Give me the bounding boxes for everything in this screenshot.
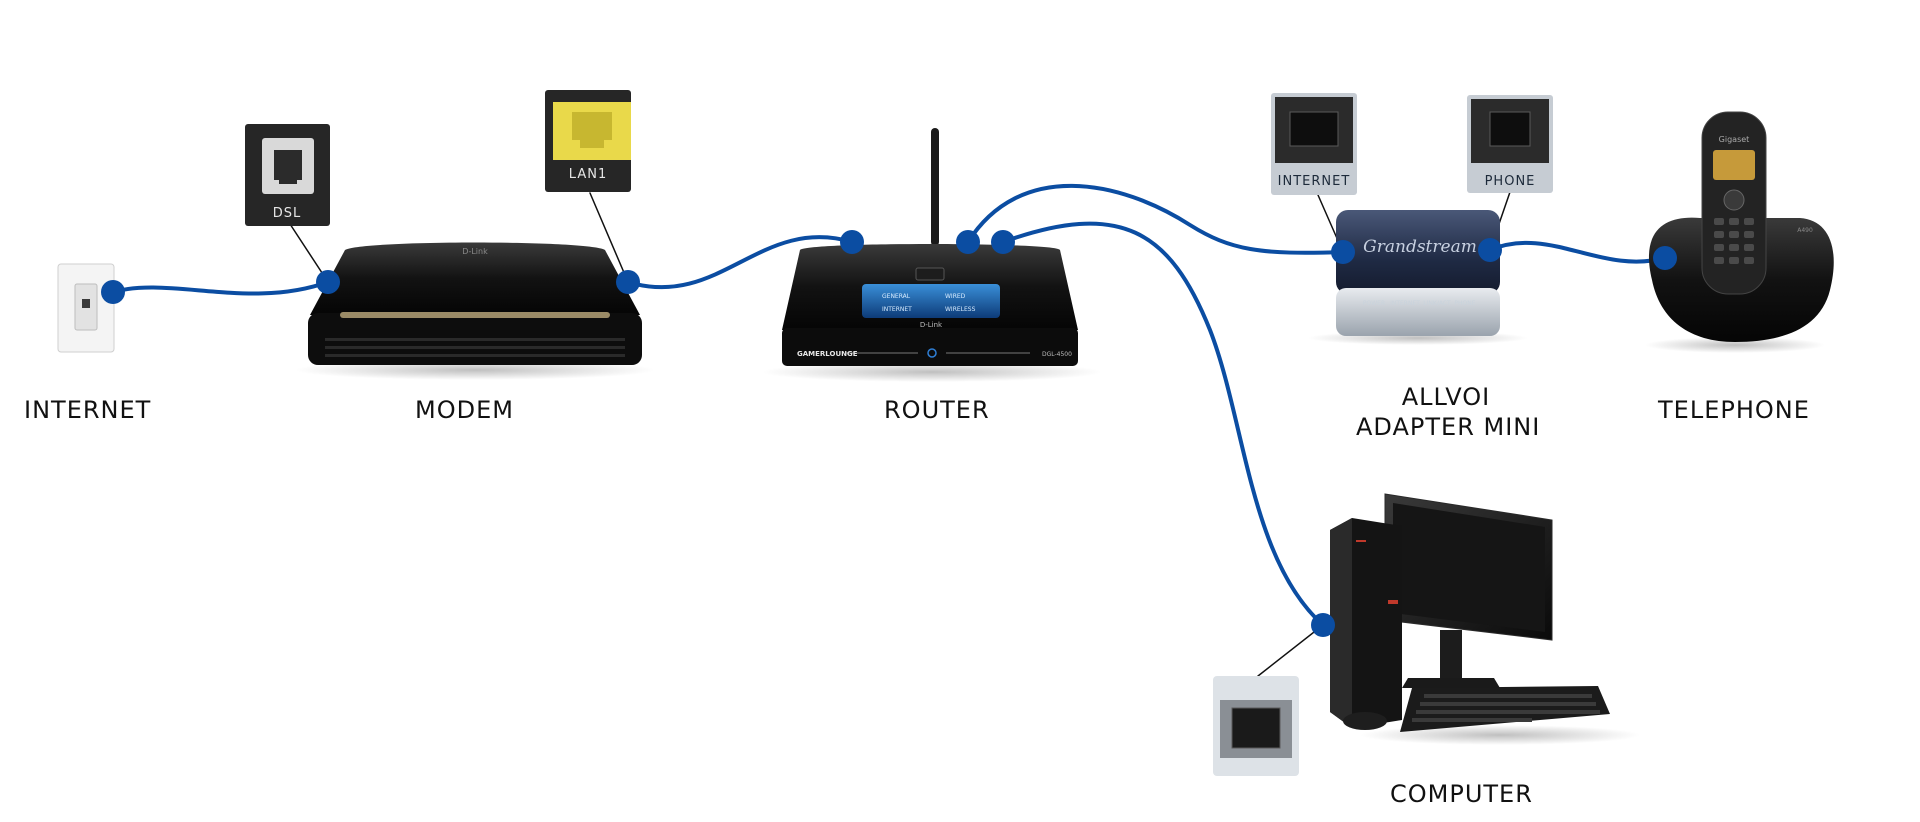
- caption-router: ROUTER: [884, 396, 990, 424]
- caption-telephone: TELEPHONE: [1658, 396, 1810, 424]
- router-brand: D-Link: [920, 321, 943, 329]
- lan1-port-label: LAN1: [569, 167, 607, 182]
- caption-internet: INTERNET: [24, 396, 152, 424]
- router-device: GENERAL WIRED INTERNET WIRELESS D-Link G…: [762, 128, 1102, 382]
- connector-adapter-phone: [1478, 238, 1502, 262]
- caption-adapter: ALLVOI ADAPTER MINI: [1356, 382, 1541, 442]
- connector-router-lan-b: [991, 230, 1015, 254]
- dsl-port-label: DSL: [273, 206, 302, 221]
- adapter-brand: Grandstream: [1363, 237, 1477, 257]
- computer-port-callout: [1213, 676, 1299, 776]
- phone-brand: Gigaset: [1719, 135, 1750, 144]
- connector-telephone: [1653, 246, 1677, 270]
- caption-adapter-line2: ADAPTER MINI: [1356, 413, 1541, 441]
- connector-adapter-internet: [1331, 240, 1355, 264]
- router-screen-item-4: WIRELESS: [945, 306, 976, 313]
- cables: [111, 183, 1667, 677]
- modem-device: D-Link: [295, 242, 655, 380]
- callout-line-computer: [1257, 624, 1324, 677]
- modem-brand: D-Link: [462, 247, 488, 256]
- caption-adapter-line1: ALLVOI: [1401, 383, 1491, 411]
- adapter-phone-port-callout: PHONE: [1467, 95, 1553, 193]
- adapter-internet-port-callout: INTERNET: [1271, 93, 1357, 195]
- adapter-led-phone: PHONE: [1454, 300, 1475, 307]
- telephone-device: Gigaset A490: [1645, 111, 1834, 353]
- connector-computer: [1311, 613, 1335, 637]
- connector-router-wan: [840, 230, 864, 254]
- lan1-port-callout: LAN1: [545, 90, 631, 192]
- adapter-led-internet: INTERNET: [1390, 300, 1420, 307]
- connectors: [101, 230, 1677, 637]
- connector-router-lan-a: [956, 230, 980, 254]
- adapter-led-power: POWER: [1363, 300, 1385, 307]
- adapter-device: Grandstream POWER INTERNET LINK/ACT PHON…: [1308, 210, 1528, 345]
- caption-modem: MODEM: [415, 396, 514, 424]
- router-screen-item-1: GENERAL: [882, 293, 911, 300]
- adapter-led-linkact: LINK/ACT: [1423, 300, 1451, 307]
- cable-router-to-adapter: [966, 183, 1345, 255]
- dsl-port-callout: DSL: [245, 124, 330, 226]
- router-screen-item-3: INTERNET: [882, 306, 912, 313]
- phone-model: A490: [1797, 227, 1813, 234]
- router-series: GAMERLOUNGE: [797, 350, 858, 358]
- computer-device: [1330, 493, 1640, 745]
- router-screen-item-2: WIRED: [945, 293, 966, 300]
- cable-router-to-computer: [1001, 221, 1325, 627]
- cable-adapter-to-phone: [1488, 240, 1667, 264]
- caption-computer: COMPUTER: [1390, 780, 1533, 808]
- connector-modem-lan1: [616, 270, 640, 294]
- connector-wall-jack: [101, 280, 125, 304]
- cable-modem-to-router: [626, 235, 854, 290]
- adapter-internet-port-label: INTERNET: [1278, 174, 1351, 189]
- wall-jack: [57, 263, 115, 353]
- adapter-phone-port-label: PHONE: [1485, 174, 1536, 189]
- callout-line-lan1: [589, 192, 629, 283]
- router-model: DGL-4500: [1042, 351, 1072, 358]
- cable-internet-to-modem: [111, 280, 330, 296]
- connector-modem-dsl: [316, 270, 340, 294]
